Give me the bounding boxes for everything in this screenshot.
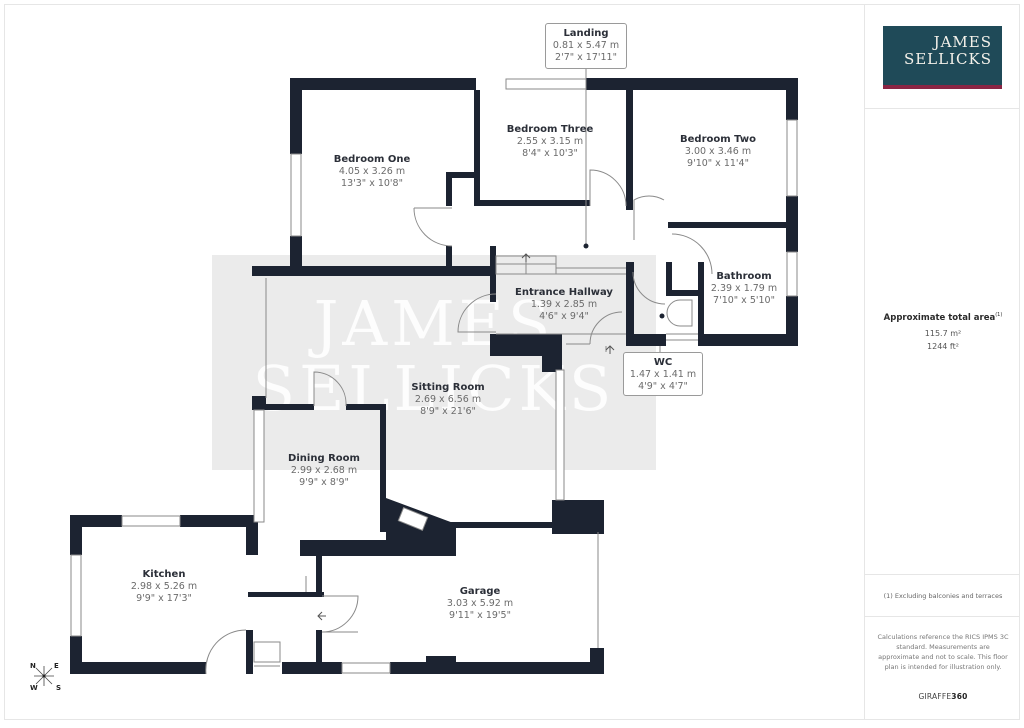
divider [865,574,1020,575]
provider-logo: GIRAFFE360 [918,692,968,701]
room-imperial: 2'7" x 17'11" [555,52,617,63]
compass-icon [34,666,54,686]
footnote-text: (1) Excluding balconies and terraces [883,592,1003,600]
room-bedroom-one: Bedroom One 4.05 x 3.26 m 13'3" x 10'8" [334,153,411,190]
floor-plan: JAMES SELLICKS [28,23,798,694]
windows [70,78,798,674]
room-bathroom: Bathroom 2.39 x 1.79 m 7'10" x 5'10" [711,270,777,307]
brand-line-1: JAMES [933,33,992,51]
total-area-m2: 115.7 m² [924,328,962,338]
room-bedroom-three: Bedroom Three 2.55 x 3.15 m 8'4" x 10'3" [507,123,594,160]
room-metric: 2.99 x 2.68 m [290,465,358,476]
room-entrance-hallway: Entrance Hallway 1.39 x 2.85 m 4'6" x 9'… [515,286,613,323]
fixtures [205,42,713,675]
footnote-marker: (1) [995,312,1003,318]
total-area: Approximate total area(1) 115.7 m² 1244 … [865,312,1021,351]
page-frame [4,4,1020,720]
brand-accent-bar [883,85,1002,89]
total-area-ft2: 1244 ft² [927,341,959,351]
brand-logo: JAMES SELLICKS [883,26,1002,85]
disclaimer-text: Calculations reference the RICS IPMS 3C … [877,633,1009,671]
room-metric: 3.03 x 5.92 m [446,598,514,609]
room-imperial: 9'10" x 11'4" [687,158,749,169]
divider [865,108,1020,109]
room-name: Sitting Room [411,382,485,393]
brand-logo-text: JAMES SELLICKS [904,34,992,68]
compass-n: N [30,662,36,670]
room-metric: 1.39 x 2.85 m [530,299,598,310]
room-name: Entrance Hallway [515,287,613,298]
room-metric: 2.69 x 6.56 m [414,394,482,405]
room-name: Garage [459,586,501,597]
room-imperial: 9'11" x 19'5" [449,610,511,621]
compass-w: W [30,684,38,692]
room-imperial: 4'9" x 4'7" [638,381,688,392]
brand-line-2: SELLICKS [903,50,992,68]
floor-plan-drawing: JAMES SELLICKS [70,42,798,675]
room-imperial: 4'6" x 9'4" [539,311,589,322]
info-sidebar: JAMES SELLICKS Approximate total area(1)… [864,4,1020,720]
room-name: WC [653,357,673,368]
room-name: Bedroom One [333,154,411,165]
watermark-band [212,255,656,470]
room-name: Bathroom [716,271,772,282]
room-imperial: 13'3" x 10'8" [341,178,403,189]
room-metric: 3.00 x 3.46 m [684,146,752,157]
compass-s: S [56,684,62,692]
room-metric: 2.55 x 3.15 m [516,136,584,147]
room-metric: 2.39 x 1.79 m [710,283,778,294]
room-dining-room: Dining Room 2.99 x 2.68 m 9'9" x 8'9" [288,452,360,489]
room-metric: 1.47 x 1.41 m [629,369,697,380]
room-sitting-room: Sitting Room 2.69 x 6.56 m 8'9" x 21'6" [411,381,484,418]
divider [865,616,1020,617]
compass-rose: N E W S [28,662,68,694]
room-bedroom-two: Bedroom Two 3.00 x 3.46 m 9'10" x 11'4" [680,133,756,170]
room-metric: 2.98 x 5.26 m [130,581,198,592]
room-landing-callout: Landing 0.81 x 5.47 m 2'7" x 17'11" [545,23,627,69]
arrows [317,253,615,621]
room-name: Bedroom Three [506,124,594,135]
room-imperial: 8'4" x 10'3" [522,148,578,159]
room-imperial: 8'9" x 21'6" [420,406,476,417]
compass-e: E [54,662,59,670]
room-imperial: 9'9" x 8'9" [299,477,349,488]
room-name: Bedroom Two [680,134,756,145]
room-name: Dining Room [288,453,360,464]
room-wc-callout: WC 1.47 x 1.41 m 4'9" x 4'7" [623,352,703,396]
room-garage: Garage 3.03 x 5.92 m 9'11" x 19'5" [447,585,513,622]
room-metric: 0.81 x 5.47 m [552,40,620,51]
room-metric: 4.05 x 3.26 m [338,166,406,177]
room-name: Kitchen [142,569,186,580]
room-imperial: 9'9" x 17'3" [136,593,192,604]
room-imperial: 7'10" x 5'10" [713,295,775,306]
room-name: Landing [563,28,609,39]
total-area-title: Approximate total area(1) [883,312,1003,323]
room-kitchen: Kitchen 2.98 x 5.26 m 9'9" x 17'3" [131,568,197,605]
walls [70,78,798,674]
